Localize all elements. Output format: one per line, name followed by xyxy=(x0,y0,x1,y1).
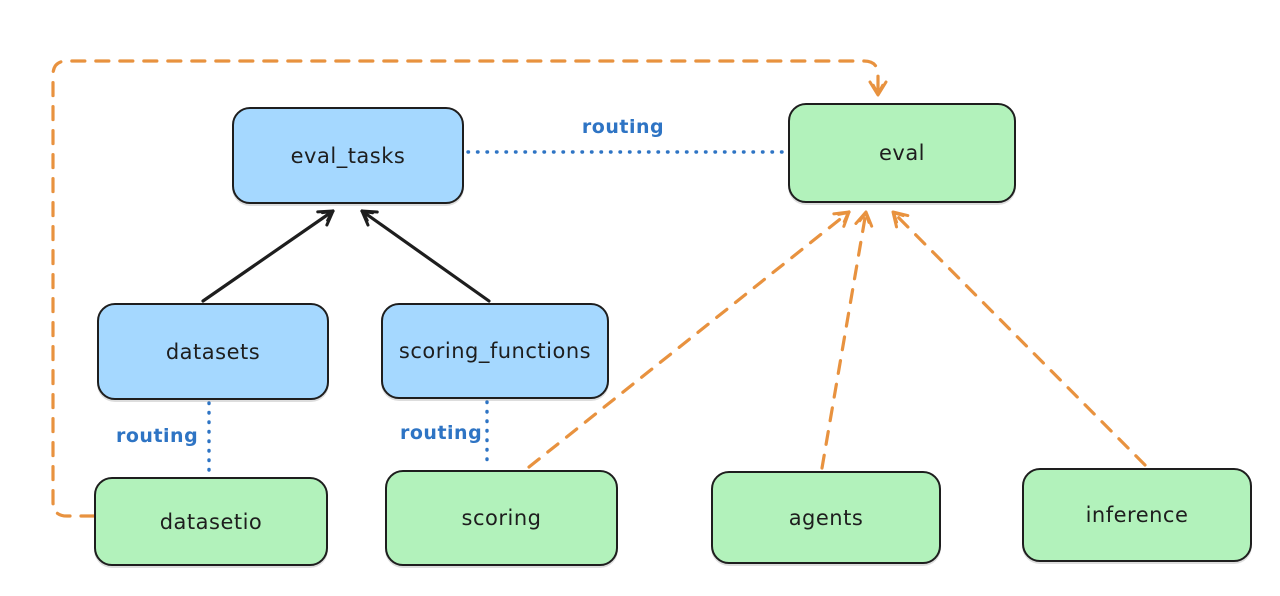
edge-inference-to-eval xyxy=(891,210,1147,467)
node-eval-tasks-label: eval_tasks xyxy=(290,143,406,168)
edge-agents-to-eval xyxy=(820,210,874,470)
edge-scoring-functions-to-eval-tasks xyxy=(360,209,491,303)
node-inference: inference xyxy=(1022,468,1252,562)
node-eval: eval xyxy=(788,103,1016,203)
edge-datasetio-to-eval xyxy=(51,59,888,518)
routing-label-eval-tasks-eval: routing xyxy=(581,116,665,138)
node-inference-label: inference xyxy=(1085,503,1189,527)
node-agents: agents xyxy=(711,471,941,564)
node-scoring-functions-label: scoring_functions xyxy=(398,339,592,363)
node-eval-label: eval xyxy=(878,141,926,165)
node-eval-tasks: eval_tasks xyxy=(232,107,464,204)
node-datasetio: datasetio xyxy=(94,477,328,566)
node-datasets-label: datasets xyxy=(165,339,261,364)
node-scoring-functions: scoring_functions xyxy=(381,303,609,399)
node-scoring-label: scoring xyxy=(461,506,542,530)
routing-label-scoring-functions-scoring: routing xyxy=(400,422,483,444)
node-datasets: datasets xyxy=(97,303,329,400)
edge-datasets-to-eval-tasks xyxy=(201,209,335,303)
node-datasetio-label: datasetio xyxy=(159,509,263,534)
node-agents-label: agents xyxy=(788,505,864,530)
edge-scoring-to-eval xyxy=(527,210,851,469)
routing-label-datasets-datasetio: routing xyxy=(116,425,199,447)
node-scoring: scoring xyxy=(385,470,618,566)
